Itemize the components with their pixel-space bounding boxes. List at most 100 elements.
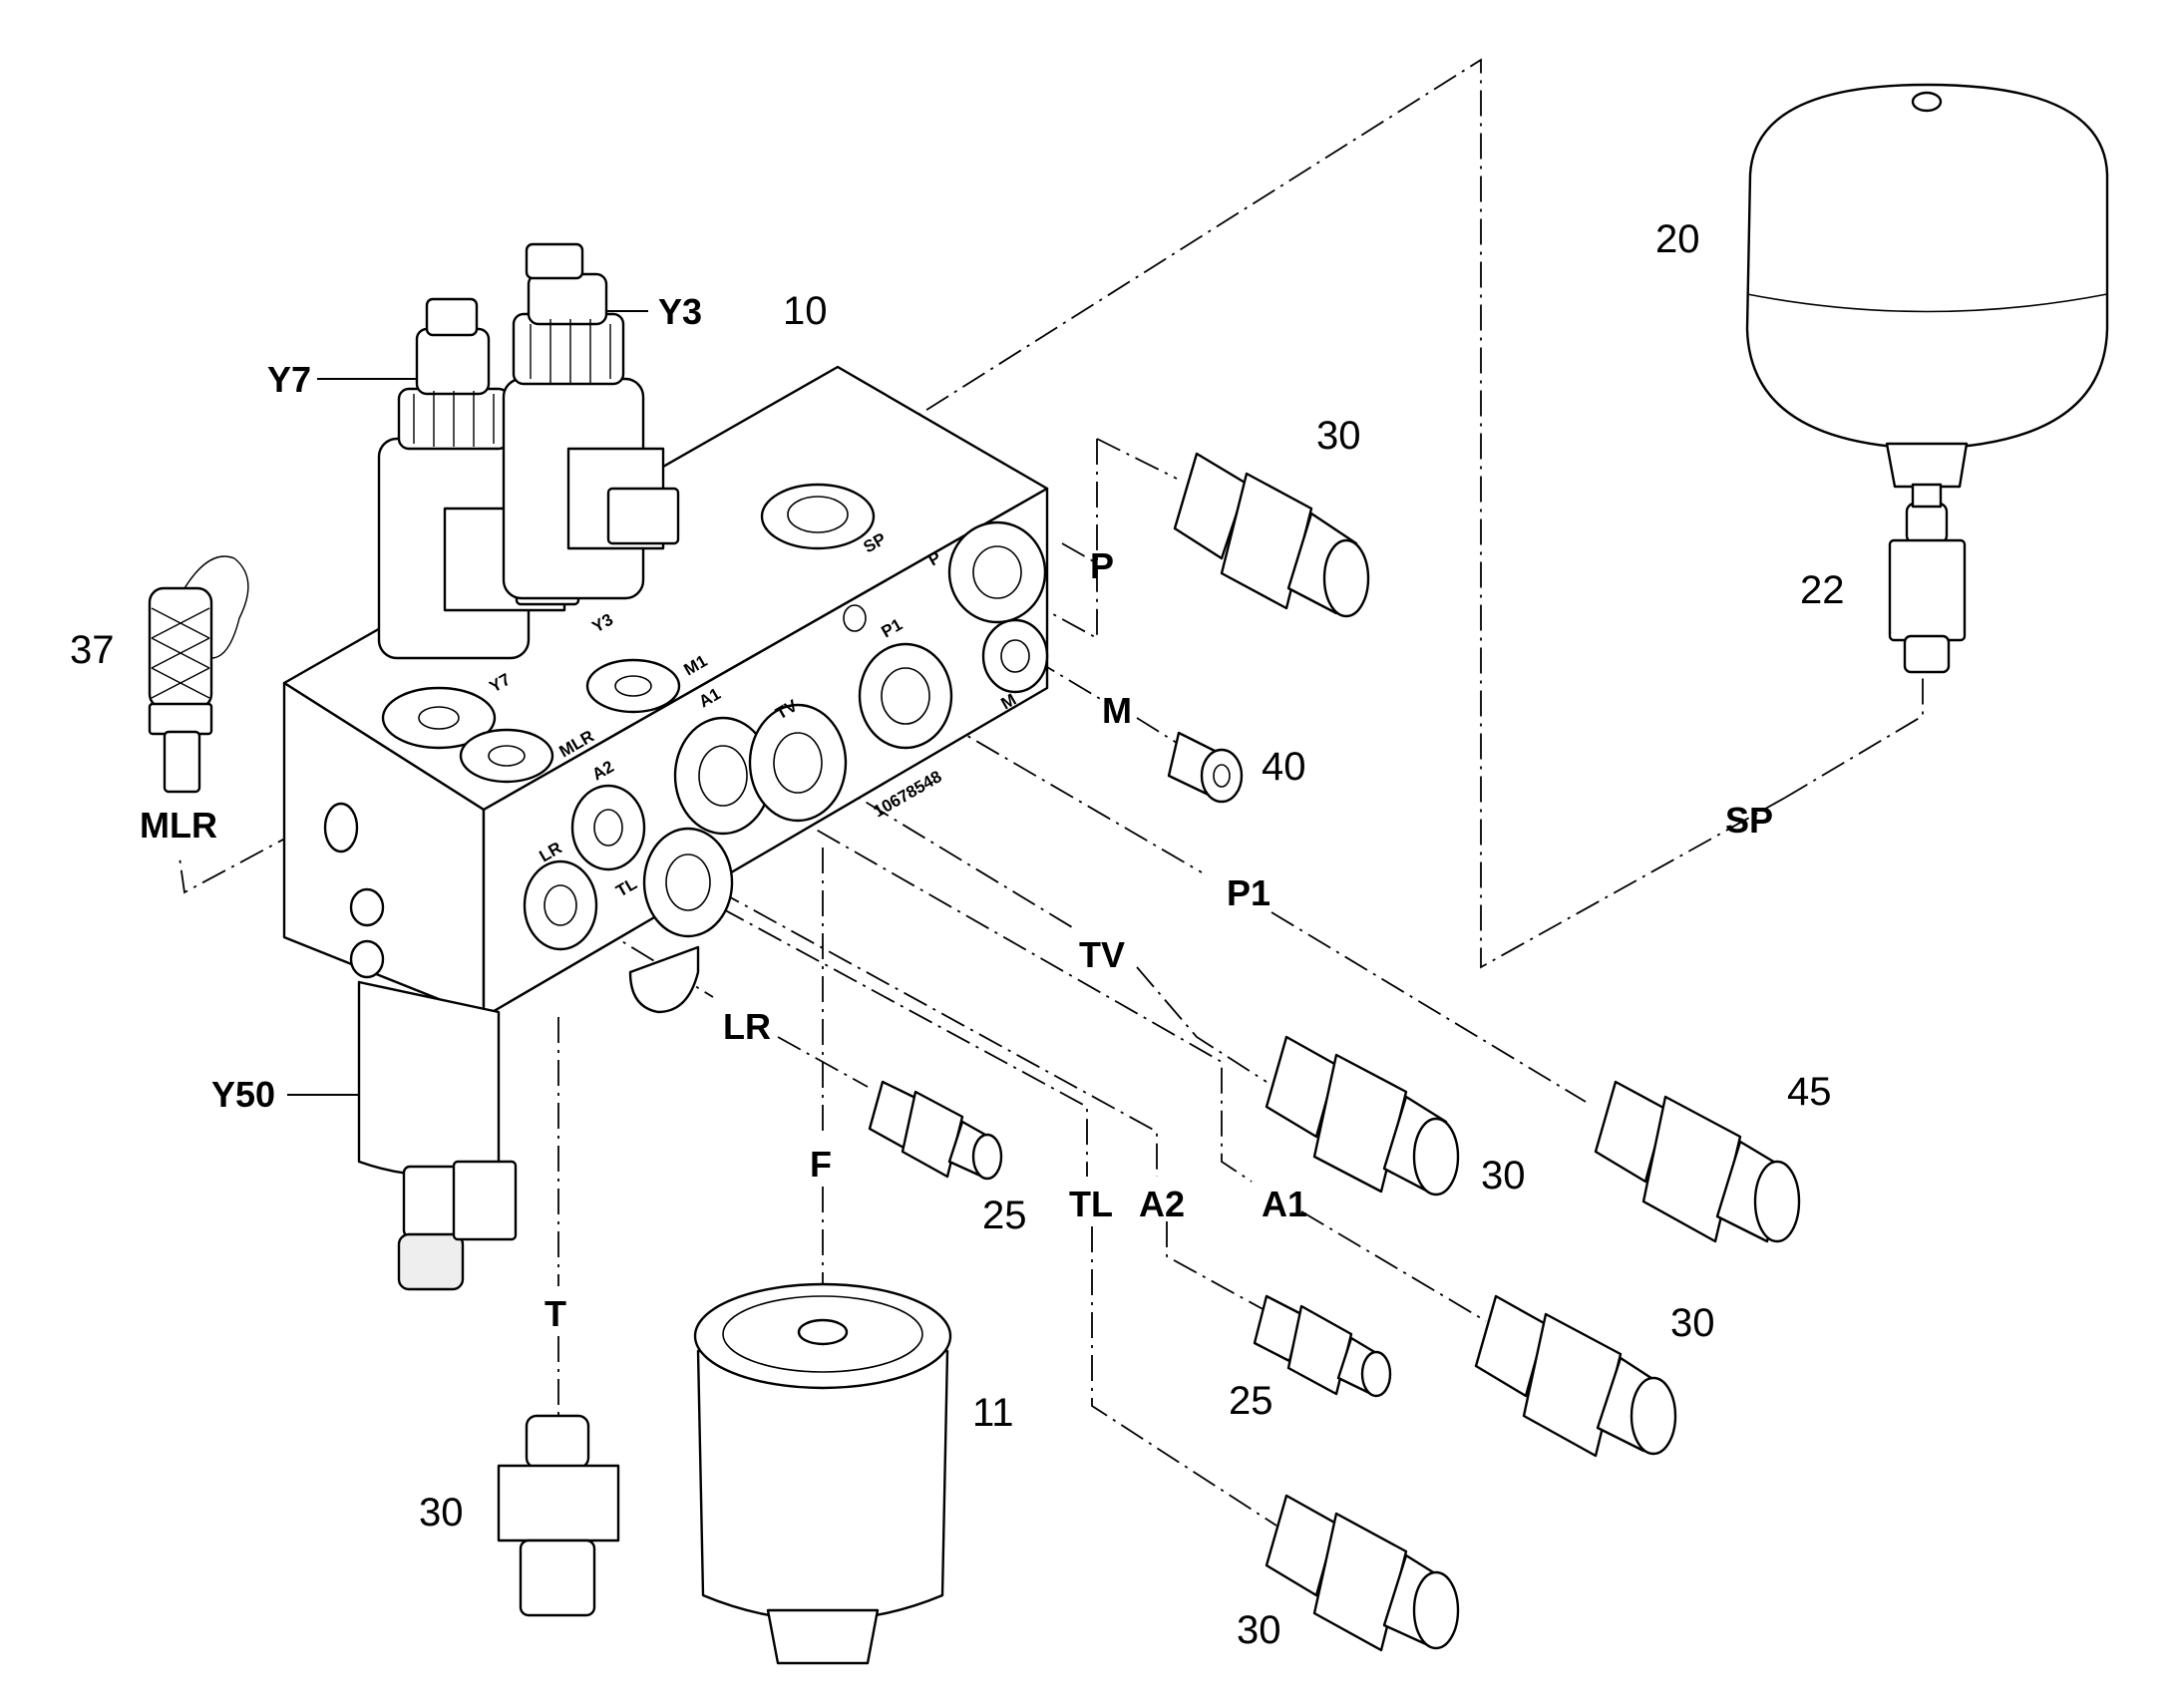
port-tl-bore bbox=[665, 854, 711, 911]
callout-10: 10 bbox=[783, 289, 828, 333]
callout-30-t: 30 bbox=[419, 1491, 464, 1535]
fitting-30-p bbox=[1173, 452, 1370, 618]
y3-plug bbox=[606, 487, 680, 545]
fitting-22-bottom bbox=[1903, 634, 1951, 674]
label-a1: A1 bbox=[1262, 1184, 1307, 1224]
fitting-30-t-hex bbox=[497, 1464, 620, 1542]
label-m: M bbox=[1102, 690, 1132, 731]
fitting-30-t-thread bbox=[519, 1538, 596, 1617]
port-p-bore bbox=[972, 545, 1022, 599]
fitting-30-tl-end bbox=[1412, 1570, 1460, 1650]
port-front-left bbox=[323, 802, 359, 854]
callout-25-lr: 25 bbox=[982, 1194, 1027, 1237]
callout-40: 40 bbox=[1262, 745, 1306, 789]
leader-sp-triangle bbox=[817, 58, 1786, 969]
callout-22: 22 bbox=[1800, 568, 1845, 612]
coupling-37-knurl bbox=[151, 607, 210, 699]
accumulator-top-nub bbox=[1911, 91, 1943, 113]
leader-p bbox=[1041, 542, 1098, 640]
fitting-30-a1 bbox=[1474, 1294, 1677, 1458]
port-sp-top bbox=[760, 483, 876, 550]
leader-sp-accumulator bbox=[1784, 670, 1924, 799]
fitting-30-a1-nipple bbox=[1474, 1294, 1548, 1398]
label-y50: Y50 bbox=[211, 1074, 275, 1115]
fitting-30-tl-nipple bbox=[1265, 1494, 1338, 1597]
port-p1-side bbox=[858, 642, 953, 750]
label-y3: Y3 bbox=[658, 291, 702, 332]
fitting-30-tv-nipple bbox=[1265, 1035, 1338, 1139]
y7-tab bbox=[425, 297, 479, 337]
fitting-30-t-nipple bbox=[525, 1414, 590, 1470]
fitting-30-tv bbox=[1265, 1035, 1460, 1196]
port-m-bore bbox=[1000, 639, 1030, 673]
y50-knob bbox=[397, 1232, 465, 1291]
accumulator-hex-base bbox=[1885, 442, 1969, 489]
label-p: P bbox=[1090, 545, 1114, 586]
port-tv-side bbox=[748, 703, 848, 823]
callout-45: 45 bbox=[1787, 1070, 1832, 1114]
valve-block: SP P P1 M M1 Y3 Y7 MLR A1 A2 TV TL LR 10… bbox=[282, 365, 1049, 1019]
fitting-45-nipple bbox=[1594, 1080, 1667, 1184]
label-p1: P1 bbox=[1227, 872, 1271, 913]
callout-30-tv: 30 bbox=[1481, 1154, 1526, 1197]
fitting-25-a2 bbox=[1253, 1294, 1392, 1398]
port-m1-top bbox=[585, 658, 681, 714]
port-a2-side bbox=[570, 784, 646, 871]
callout-30-a1: 30 bbox=[1670, 1301, 1715, 1345]
leader-a1 bbox=[742, 787, 1487, 1322]
leader-tl bbox=[682, 886, 1277, 1527]
solenoid-y50 bbox=[357, 980, 518, 1291]
port-mlr-bore bbox=[488, 745, 526, 767]
fitting-30-a1-hex bbox=[1522, 1312, 1623, 1458]
filter-body bbox=[696, 1349, 949, 1622]
fitting-25-a2-hex bbox=[1286, 1304, 1353, 1396]
plug-40 bbox=[1167, 731, 1244, 804]
port-sp-bore bbox=[787, 496, 849, 533]
fitting-25-lr-hex bbox=[901, 1090, 964, 1179]
port-p-side bbox=[947, 520, 1047, 624]
fitting-30-p-nipple bbox=[1173, 452, 1249, 560]
y50-body bbox=[357, 980, 501, 1178]
callout-numbers: 10 11 20 22 37 40 45 25 25 30 30 30 30 3… bbox=[70, 217, 1845, 1652]
fitting-25-lr bbox=[868, 1080, 1003, 1181]
coupling-37-hex bbox=[148, 702, 213, 736]
label-tl: TL bbox=[1069, 1184, 1113, 1224]
bottom-plug bbox=[628, 945, 700, 1014]
port-m1-bore bbox=[614, 675, 652, 697]
callout-30-tl: 30 bbox=[1237, 1608, 1281, 1652]
filter-center-hole bbox=[797, 1318, 849, 1346]
filter-top-inner bbox=[722, 1295, 923, 1373]
port-tl-side bbox=[642, 827, 734, 938]
fitting-45-end bbox=[1753, 1160, 1801, 1243]
label-t: T bbox=[545, 1293, 566, 1334]
plug-front-lower bbox=[349, 939, 385, 979]
y3-nut-ribs bbox=[530, 319, 611, 383]
plug-front-upper bbox=[349, 887, 385, 927]
port-a2-bore bbox=[593, 809, 623, 847]
accumulator-neck bbox=[1911, 483, 1943, 509]
y3-tab bbox=[525, 242, 584, 280]
fitting-30-tv-hex bbox=[1312, 1053, 1408, 1194]
coupling-37-stem bbox=[163, 730, 201, 794]
label-a2: A2 bbox=[1139, 1184, 1185, 1224]
port-m-side bbox=[981, 618, 1049, 694]
solenoid-y3 bbox=[502, 242, 680, 600]
fitting-22 bbox=[1888, 502, 1967, 674]
port-lr-bore bbox=[544, 884, 577, 926]
leader-a2 bbox=[602, 827, 1268, 1312]
accumulator-20 bbox=[1745, 83, 2109, 509]
fitting-45-p1 bbox=[1594, 1080, 1801, 1243]
y50-connector bbox=[452, 1160, 518, 1241]
callout-25-a2: 25 bbox=[1229, 1379, 1273, 1423]
label-sp: SP bbox=[1725, 800, 1773, 841]
fitting-45-hex bbox=[1641, 1095, 1742, 1243]
label-lr: LR bbox=[723, 1006, 771, 1047]
y7-cap bbox=[415, 327, 491, 396]
port-tv-bore bbox=[773, 732, 823, 794]
diagnostic-coupling-37 bbox=[148, 555, 249, 794]
port-p1-bore bbox=[881, 667, 930, 725]
fitting-30-tv-end bbox=[1412, 1117, 1460, 1196]
fitting-30-p-hex bbox=[1220, 472, 1313, 610]
coupling-37-chain bbox=[183, 555, 249, 659]
